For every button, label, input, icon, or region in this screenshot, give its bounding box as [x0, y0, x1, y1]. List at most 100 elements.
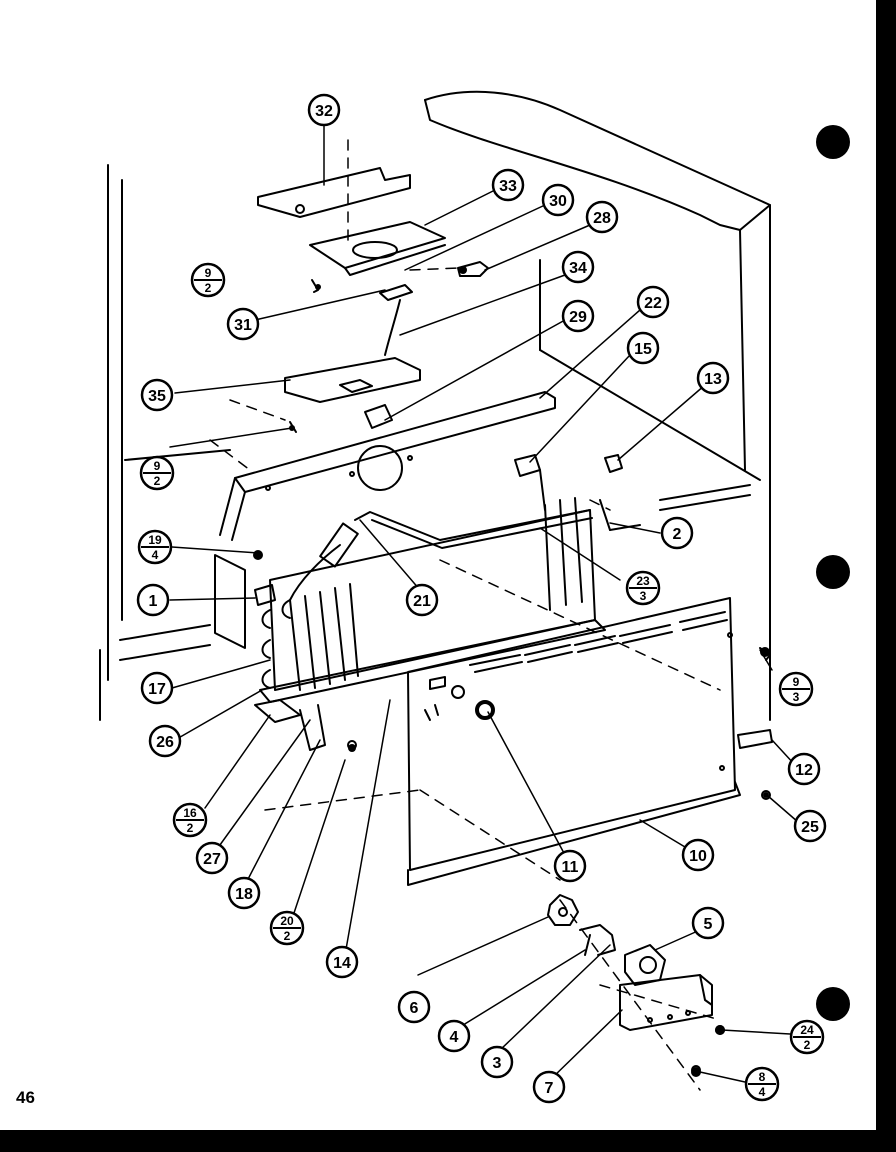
callout-1: 1: [136, 583, 170, 617]
callout-number: 17: [148, 681, 166, 698]
callout-number: 11: [562, 859, 579, 876]
callout-number: 27: [203, 851, 221, 868]
defrost-heater-parts: [514, 454, 641, 531]
light-housing: [309, 221, 446, 276]
callout-circle: [541, 183, 575, 217]
callout-number: 31: [234, 317, 252, 334]
fraction-top: 16: [183, 806, 197, 820]
callout-3: 3: [480, 1045, 514, 1079]
callout-circle: [626, 331, 660, 365]
callout-12: 12: [787, 752, 821, 786]
callout-7: 7: [532, 1070, 566, 1104]
callout-number: 6: [410, 1000, 419, 1017]
callout-number: 15: [634, 341, 652, 358]
callout-circle: [660, 516, 694, 550]
callout-circle: [140, 378, 174, 412]
callout-circle: [227, 876, 261, 910]
fraction-bottom: 4: [152, 548, 159, 562]
fraction-top: 23: [636, 574, 650, 588]
callout-26: 26: [148, 724, 182, 758]
callout-17: 17: [140, 671, 174, 705]
fraction-callout-9-2: 92: [139, 455, 175, 491]
callout-number: 5: [704, 916, 713, 933]
fraction-callout-9-3: 93: [778, 671, 814, 707]
binder-hole-top: [816, 125, 850, 159]
cover-plate: [257, 167, 411, 218]
callout-number: 33: [499, 178, 517, 195]
fraction-callout-23-3: 233: [625, 570, 661, 606]
callout-circle: [480, 1045, 514, 1079]
callout-circle: [561, 299, 595, 333]
callout-31: 31: [226, 307, 260, 341]
shroud-rail: [737, 647, 773, 800]
callout-29: 29: [561, 299, 595, 333]
fraction-bottom: 3: [793, 690, 800, 704]
callout-circle: [553, 849, 587, 883]
callout-15: 15: [626, 331, 660, 365]
page-number: 46: [16, 1088, 35, 1107]
callout-21: 21: [405, 583, 439, 617]
callout-28: 28: [585, 200, 619, 234]
callout-number: 13: [704, 371, 722, 388]
callout-number: 21: [413, 593, 431, 610]
callout-35: 35: [140, 378, 174, 412]
callout-circle: [696, 361, 730, 395]
callout-circle: [136, 583, 170, 617]
callout-number: 7: [545, 1080, 554, 1097]
callout-34: 34: [561, 250, 595, 284]
callout-number: 32: [315, 103, 333, 120]
exploded-view-drawing: 3233302834312922151335221117261225101127…: [99, 90, 827, 1104]
fraction-top: 9: [205, 266, 212, 280]
right-scan-edge: [876, 0, 896, 1152]
callout-circle: [585, 200, 619, 234]
callout-number: 35: [148, 388, 166, 405]
fraction-bottom: 2: [154, 474, 161, 488]
callout-number: 12: [795, 762, 813, 779]
binder-hole-middle: [816, 555, 850, 589]
callout-circle: [636, 285, 670, 319]
fraction-bottom: 2: [804, 1038, 811, 1052]
callout-30: 30: [541, 183, 575, 217]
callout-circle: [561, 250, 595, 284]
fraction-top: 8: [759, 1070, 766, 1084]
fraction-bottom: 2: [284, 929, 291, 943]
callout-circle: [325, 945, 359, 979]
suction-tubing: [289, 509, 593, 601]
callout-32: 32: [307, 93, 341, 127]
fraction-callout-8-4: 84: [744, 1066, 780, 1102]
callout-number: 18: [235, 886, 253, 903]
leader-lines: [169, 124, 799, 1083]
callout-circle: [307, 93, 341, 127]
callout-22: 22: [636, 285, 670, 319]
callout-number: 1: [149, 593, 158, 610]
assembly-guide-lines: [209, 139, 721, 1091]
callout-number: 28: [593, 210, 611, 227]
fraction-bottom: 2: [187, 821, 194, 835]
callout-number: 22: [644, 295, 662, 312]
callout-33: 33: [491, 168, 525, 202]
callout-27: 27: [195, 841, 229, 875]
callout-circle: [532, 1070, 566, 1104]
side-baffle: [214, 554, 276, 649]
callout-circle: [148, 724, 182, 758]
fraction-bottom: 4: [759, 1085, 766, 1099]
callout-number: 10: [689, 848, 707, 865]
callout-number: 26: [156, 734, 174, 751]
fraction-bottom: 3: [640, 589, 647, 603]
callout-11: 11: [553, 849, 587, 883]
fraction-callout-20-2: 202: [269, 910, 305, 946]
callout-4: 4: [437, 1019, 471, 1053]
callout-number: 2: [673, 526, 682, 543]
fraction-top: 19: [148, 533, 162, 547]
fraction-top: 24: [800, 1023, 814, 1037]
callout-circle: [140, 671, 174, 705]
callout-10: 10: [681, 838, 715, 872]
callout-14: 14: [325, 945, 359, 979]
fraction-top: 9: [793, 675, 800, 689]
callout-25: 25: [793, 809, 827, 843]
callout-number: 14: [333, 955, 351, 972]
callout-6: 6: [397, 990, 431, 1024]
fraction-bottom: 2: [205, 281, 212, 295]
